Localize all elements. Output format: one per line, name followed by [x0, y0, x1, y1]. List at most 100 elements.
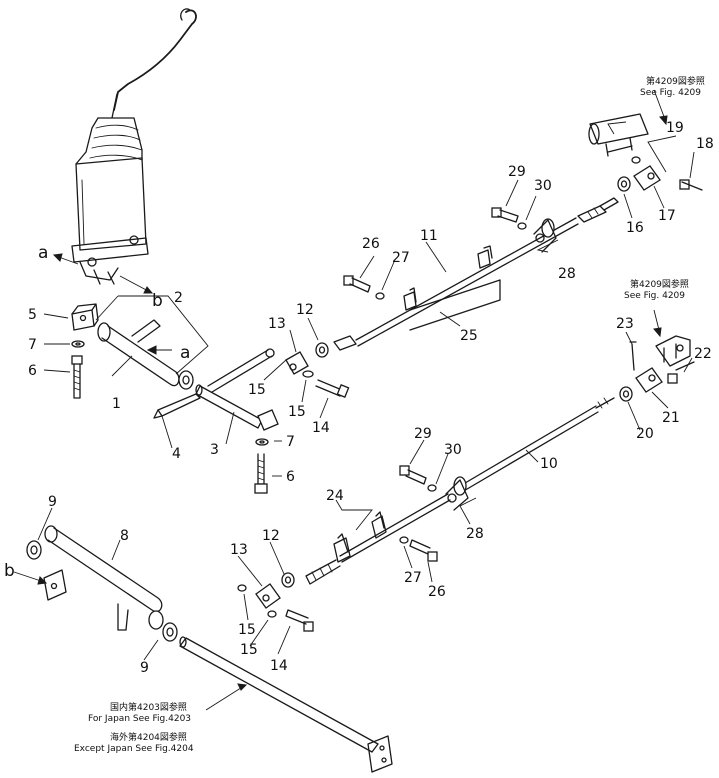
callout-12a: 12 [296, 302, 314, 318]
callout-28b: 28 [466, 526, 484, 542]
threaded-rod-upper [577, 197, 619, 223]
washer-30b [427, 484, 437, 492]
bolt-29a [491, 207, 519, 223]
callout-14a: 14 [312, 420, 330, 436]
rod-10 [459, 397, 615, 493]
ref-fig4209-top-en: See Fig. 4209 [640, 88, 701, 98]
bolt-6a [71, 355, 83, 399]
ref-fig4209-top-jp: 第4209図参照 [646, 75, 705, 87]
callout-12b: 12 [262, 528, 280, 544]
callout-29b: 29 [414, 426, 432, 442]
letter-b-left: b [4, 561, 15, 581]
section-letters: a b a b [4, 243, 190, 581]
leader-lines [37, 89, 695, 711]
washer-15a [302, 370, 314, 378]
nut-16 [617, 176, 631, 192]
ref-japan-en: For Japan See Fig.4203 [88, 714, 191, 724]
callout-15c: 15 [238, 622, 256, 638]
rod-11 [333, 217, 579, 351]
washer-7b [255, 438, 269, 446]
reference-notes: 第4209図参照 See Fig. 4209 第4209図参照 See Fig.… [74, 75, 705, 754]
callout-5: 5 [28, 307, 37, 323]
washer-15c [237, 584, 247, 592]
callout-15a: 15 [248, 382, 266, 398]
callout-26a: 26 [362, 236, 380, 252]
callout-numbers: 1 2 3 4 5 6 7 7 6 8 9 9 10 11 12 13 15 1… [28, 120, 714, 676]
bolt-26b [409, 539, 438, 562]
washer-30a [517, 222, 527, 230]
washer-15b [631, 156, 641, 164]
section-markers [13, 253, 172, 585]
valve-lever-lower [655, 335, 691, 367]
nut-12a [315, 342, 329, 358]
shaft-8 [43, 525, 164, 631]
callout-17: 17 [658, 208, 676, 224]
callout-30a: 30 [534, 178, 552, 194]
callout-22: 22 [694, 346, 712, 362]
callout-2: 2 [174, 290, 183, 306]
callout-20: 20 [636, 426, 654, 442]
bolt-26a [343, 275, 371, 293]
callout-13b: 13 [230, 542, 248, 558]
bolt-6b [254, 453, 268, 494]
threaded-rod-lower [305, 559, 341, 585]
bolt-22 [667, 361, 695, 384]
callout-7a: 7 [28, 337, 37, 353]
pin-4 [153, 393, 201, 419]
callout-19: 19 [666, 120, 684, 136]
rod-end-21 [635, 367, 663, 393]
rod-end-13a [285, 351, 309, 375]
callout-15d: 15 [240, 642, 258, 658]
letter-b-top: b [152, 291, 163, 311]
washer-27b [399, 536, 409, 544]
callout-29a: 29 [508, 164, 526, 180]
rod-end-17 [633, 165, 661, 191]
callout-26b: 26 [428, 584, 446, 600]
pivot-shaft-1 [97, 319, 194, 390]
control-lever-assembly [71, 8, 197, 285]
callout-14b: 14 [270, 658, 288, 674]
letter-a-mid: a [180, 343, 190, 363]
bolt-18 [679, 179, 703, 191]
callout-7b: 7 [286, 434, 295, 450]
callout-30b: 30 [444, 442, 462, 458]
callout-6b: 6 [286, 469, 295, 485]
callout-25: 25 [460, 328, 478, 344]
bracket-5 [71, 303, 99, 331]
callout-6a: 6 [28, 363, 37, 379]
nut-20 [619, 386, 633, 402]
callout-23: 23 [616, 316, 634, 332]
callout-15b: 15 [288, 404, 306, 420]
bushing-9b [162, 622, 178, 642]
callout-9b: 9 [140, 660, 149, 676]
ref-fig4209-mid-en: See Fig. 4209 [624, 291, 685, 301]
shaft-3 [195, 348, 279, 431]
bushing-9a [26, 540, 42, 560]
washer-7a [71, 340, 85, 348]
washer-15d [267, 610, 277, 618]
nut-12b [281, 572, 295, 588]
valve-lever-upper [588, 113, 649, 157]
rod-end-13b [255, 583, 281, 609]
ref-export-en: Except Japan See Fig.4204 [74, 744, 194, 754]
bolt-14b [285, 609, 314, 632]
clevis-24 [333, 493, 451, 563]
callout-16: 16 [626, 220, 644, 236]
ref-fig4209-mid-jp: 第4209図参照 [630, 278, 689, 290]
clamp-28b [445, 476, 469, 511]
callout-9a: 9 [48, 494, 57, 510]
callout-8: 8 [120, 528, 129, 544]
callout-21: 21 [662, 410, 680, 426]
callout-4: 4 [172, 446, 181, 462]
callout-13a: 13 [268, 316, 286, 332]
ref-export-jp: 海外第4204図参照 [110, 731, 187, 743]
callout-3: 3 [210, 442, 219, 458]
letter-a-top: a [38, 243, 48, 263]
washer-27a [375, 292, 385, 300]
bolt-14a [315, 379, 350, 398]
connecting-tube [179, 636, 393, 773]
callout-24: 24 [326, 488, 344, 504]
bolt-29b [399, 465, 427, 485]
